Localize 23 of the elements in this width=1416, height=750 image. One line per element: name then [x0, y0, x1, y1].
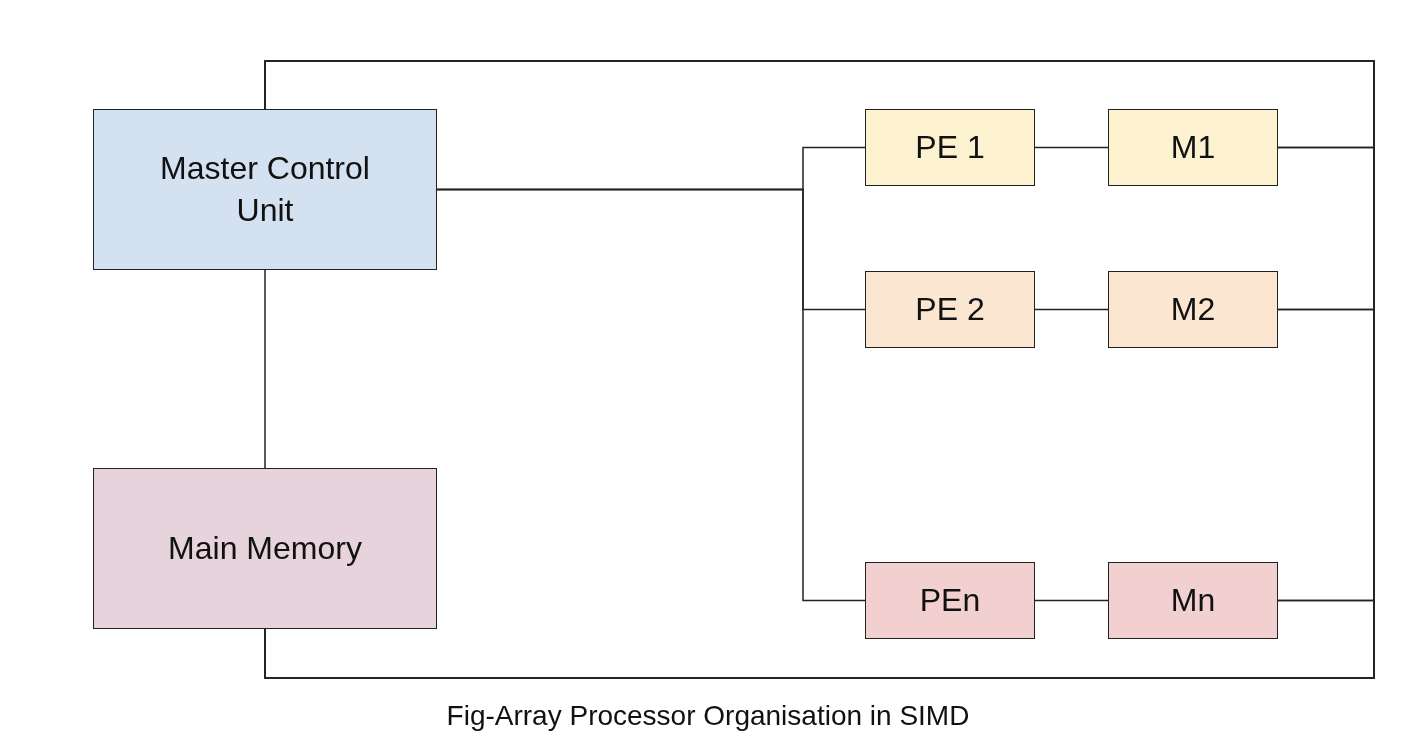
connector-line	[264, 269, 266, 469]
process-box	[1108, 562, 1278, 639]
connector-line	[1034, 599, 1109, 602]
process-box	[1108, 271, 1278, 348]
connector-line	[1034, 308, 1109, 311]
box-label: PE 1	[915, 127, 985, 167]
box-label: Main Memory	[168, 528, 362, 568]
process-box	[93, 109, 437, 270]
box-label: M1	[1170, 127, 1216, 167]
box-label: PE 2	[915, 289, 985, 329]
process-box	[865, 562, 1035, 639]
box-label: Master Control Unit	[159, 148, 371, 230]
box-label: PEn	[919, 580, 981, 620]
process-box	[865, 271, 1035, 348]
process-box	[1108, 109, 1278, 186]
box-label: M2	[1170, 289, 1216, 329]
connector-line	[264, 599, 1375, 679]
process-box	[865, 109, 1035, 186]
process-box	[93, 468, 437, 629]
figure-caption: Fig-Array Processor Organisation in SIMD	[446, 700, 970, 731]
connector-line	[436, 188, 866, 602]
box-label: Mn	[1170, 580, 1216, 620]
connector-line	[1034, 146, 1109, 149]
